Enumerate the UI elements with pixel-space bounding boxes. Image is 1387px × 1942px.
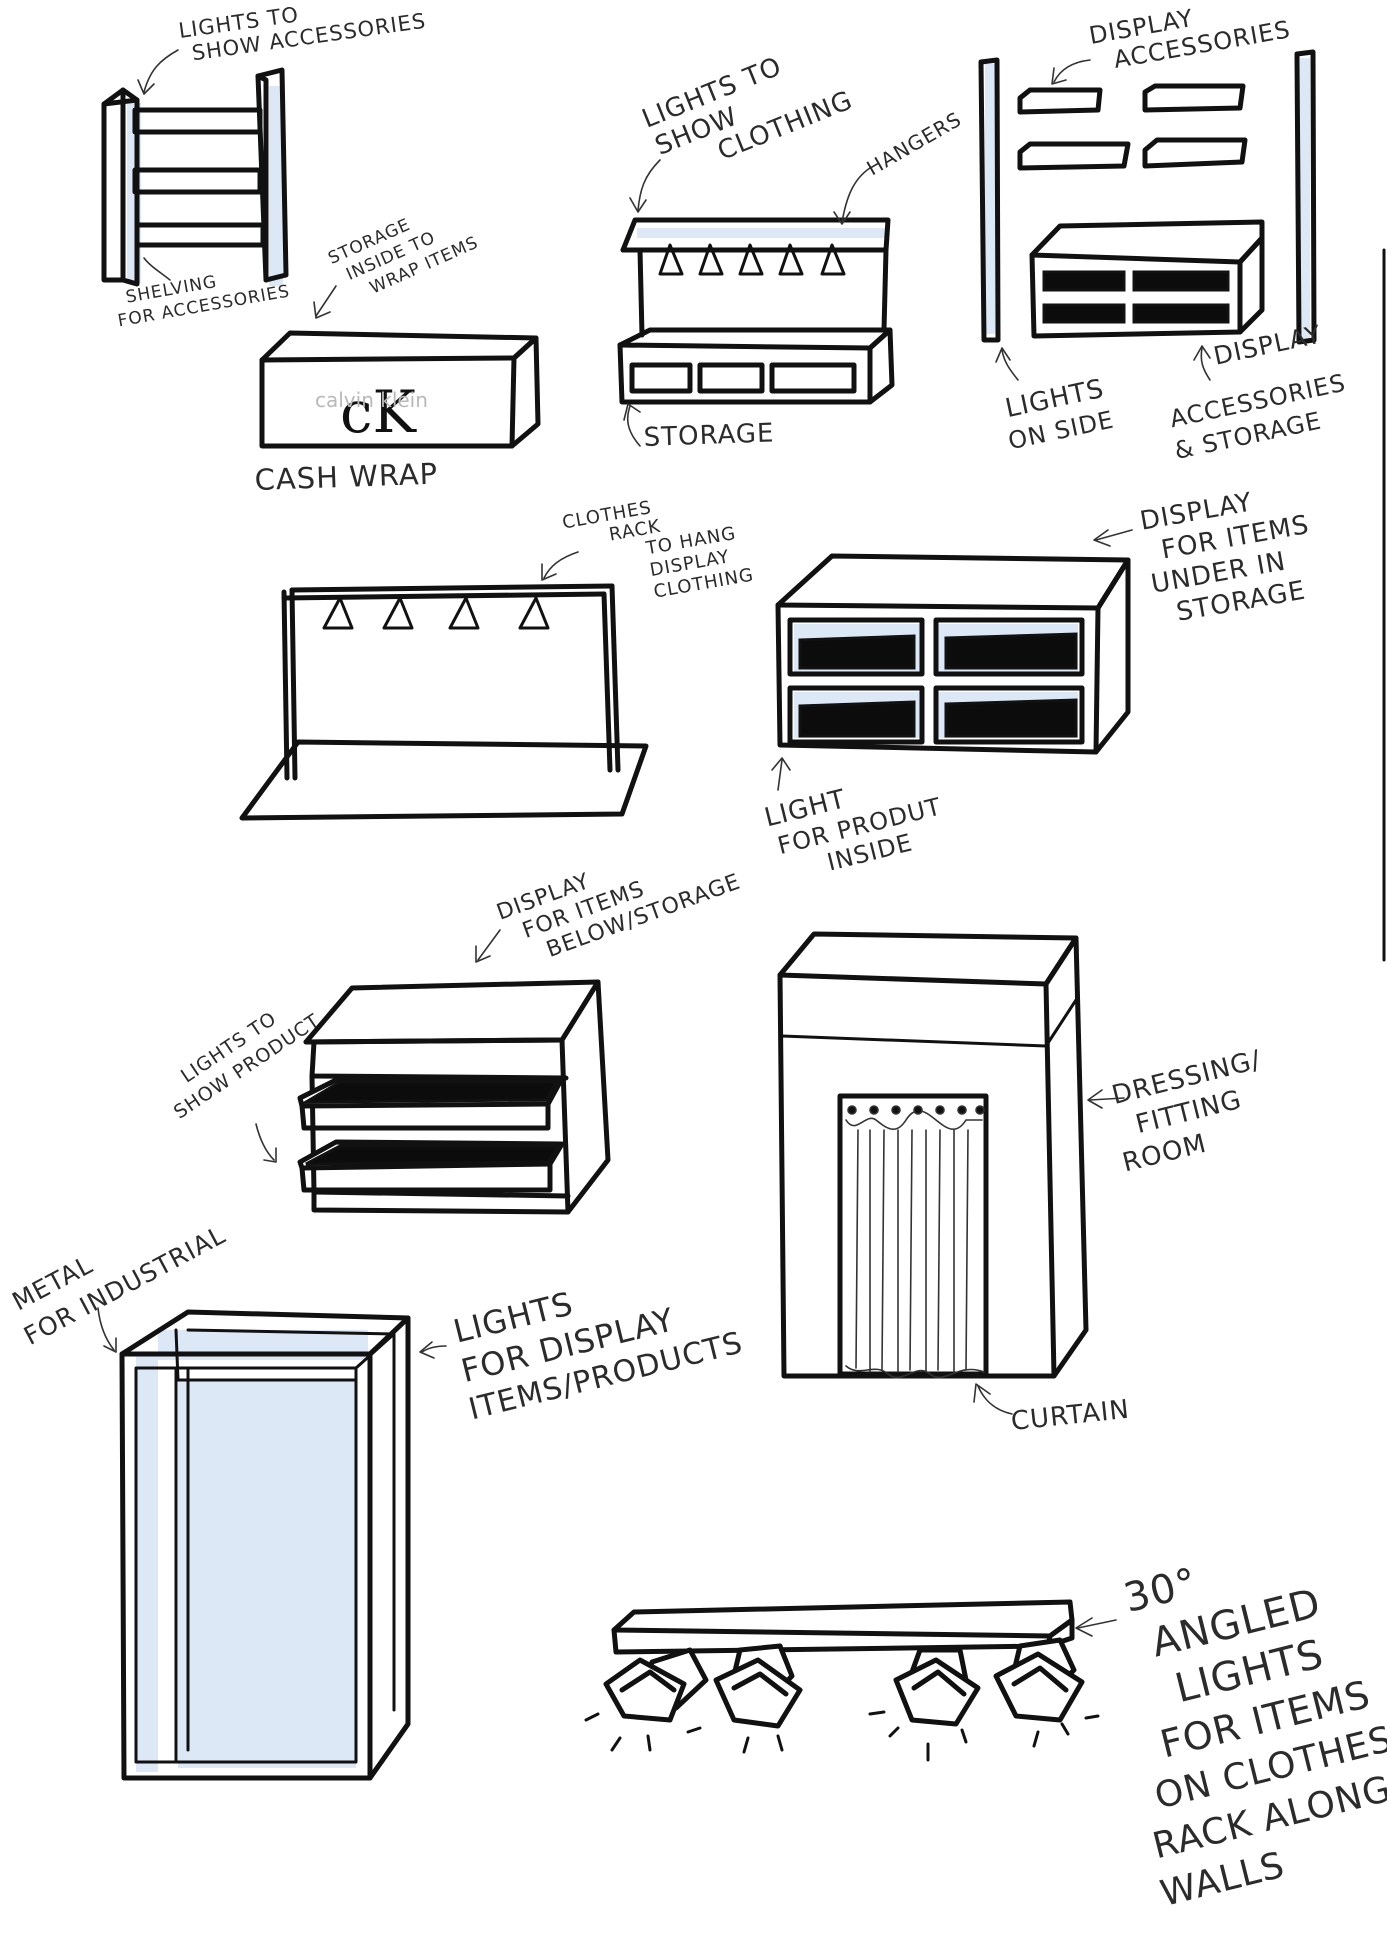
annotation-arrows (97, 49, 1211, 1637)
metal-light-frame-sketch (119, 1309, 411, 1781)
spotlight-3 (893, 1647, 981, 1727)
drawer-display-unit-sketch (297, 979, 611, 1215)
annotation-hangers: HANGERS (863, 107, 966, 180)
spotlight-4 (993, 1637, 1085, 1723)
annotation-curtain: CURTAIN (1010, 1395, 1132, 1437)
annotation-display-items-below: DISPLAY FOR ITEMS BELOW/STORAGE (494, 869, 745, 963)
annotation-light-product-inside: LIGHT FOR PRODUT INSIDE (762, 784, 945, 876)
clothes-rack-sketch (239, 583, 649, 821)
hanger-row (658, 243, 846, 276)
annotation-display-items-under: DISPLAY FOR ITEMS UNDER IN STORAGE (1138, 487, 1312, 627)
storage-display-cabinet-sketch (775, 553, 1131, 755)
annotation-lights-show-accessories: LIGHTS TO SHOW ACCESSORIES (177, 2, 428, 65)
spotlight-2 (713, 1643, 803, 1729)
annotation-storage: STORAGE (643, 418, 775, 453)
annotation-line: DISPLAY (1211, 320, 1324, 371)
curtain (845, 1105, 985, 1379)
fitting-room-sketch (777, 931, 1089, 1379)
annotation-lights-show-clothing: LIGHTS TO SHOW CLOTHING (638, 51, 857, 166)
spotlight-1 (603, 1647, 709, 1723)
annotation-lights-display-products: LIGHTS FOR DISPLAY ITEMS/PRODUCTS (450, 1284, 747, 1427)
annotation-angled-lights: 30° ANGLED LIGHTS FOR ITEMS ON CLOTHES R… (1119, 1559, 1387, 1915)
annotation-dressing-room: DRESSING/ FITTING ROOM (1109, 1045, 1264, 1179)
annotation-display-accessories-storage: DISPLAY ACCESSORIES & STORAGE (1167, 320, 1348, 465)
rack-hangers (322, 596, 550, 630)
annotation-storage-wrap: STORAGE INSIDE TO WRAP ITEMS (325, 215, 482, 299)
annotation-line: ROOM (1120, 1129, 1210, 1179)
light-rays (584, 1710, 1100, 1762)
cash-wrap-monogram: cK (340, 378, 417, 446)
cash-wrap-sketch: cK calvin klein (259, 330, 541, 449)
accessory-shelving-sketch (101, 67, 289, 287)
accessory-shelves (1017, 83, 1248, 171)
annotation-lights-on-side: LIGHTS ON SIDE (1003, 374, 1117, 455)
angled-track-lights-sketch (584, 1599, 1100, 1762)
cash-wrap-wordmark: calvin klein (315, 388, 428, 412)
annotation-cash-wrap: CASH WRAP (254, 457, 439, 497)
annotation-metal-industrial: METAL FOR INDUSTRIAL (7, 1220, 230, 1351)
accessory-wall-sketch (978, 49, 1317, 345)
annotation-display-accessories-top: DISPLAY ACCESSORIES (1087, 4, 1293, 74)
hanger-storage-unit-sketch (617, 217, 895, 405)
